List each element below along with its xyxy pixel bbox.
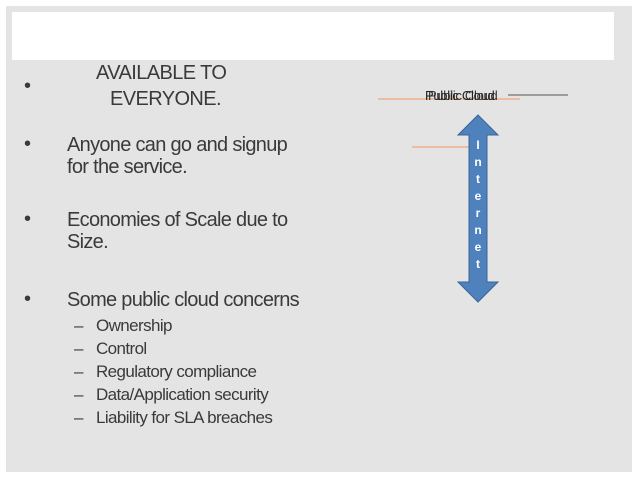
concern-data-security: Data/Application security <box>96 385 269 404</box>
concern-regulatory: Regulatory compliance <box>96 362 257 381</box>
bullet-2-line-1: Economies of Scale due to <box>67 209 288 231</box>
concern-ownership: Ownership <box>96 316 172 335</box>
concern-5-dash: – <box>74 408 84 427</box>
heading-line-1: AVAILABLE TO <box>96 62 227 84</box>
bullet-1-line-2: for the service. <box>67 156 188 178</box>
concern-2-dash: – <box>74 339 84 358</box>
internet-letter-2: n <box>474 155 482 169</box>
concern-1-dash: – <box>74 316 84 335</box>
bullet-3-dot: • <box>24 288 32 310</box>
bullet-1-line-1: Anyone can go and signup <box>67 134 288 156</box>
internet-letter-1: I <box>476 138 480 152</box>
public-cloud-label-text: Public Cloud <box>425 88 495 103</box>
heading-line-2: EVERYONE. <box>110 88 222 110</box>
public-cloud-label-overlap: Public Cloud <box>428 88 498 103</box>
bullet-1-dot: • <box>24 133 32 155</box>
concern-control: Control <box>96 339 147 358</box>
slide-background-panel <box>6 6 632 472</box>
header-band <box>12 12 614 60</box>
bullet-3-line-1: Some public cloud concerns <box>67 289 300 311</box>
concern-4-dash: – <box>74 385 84 404</box>
concern-sla: Liability for SLA breaches <box>96 408 273 427</box>
internet-letter-4: e <box>474 189 482 203</box>
internet-letter-3: t <box>476 172 480 186</box>
internet-letter-5: r <box>475 206 481 220</box>
internet-letter-8: t <box>476 257 480 271</box>
bullet-2-line-2: Size. <box>67 231 109 253</box>
heading-bullet: • <box>24 75 32 97</box>
bullet-2-dot: • <box>24 208 32 230</box>
internet-letter-6: n <box>474 223 482 237</box>
public-cloud-label: Public Cloud Public Cloud <box>425 88 498 103</box>
internet-letter-7: e <box>474 240 482 254</box>
concern-3-dash: – <box>74 362 84 381</box>
